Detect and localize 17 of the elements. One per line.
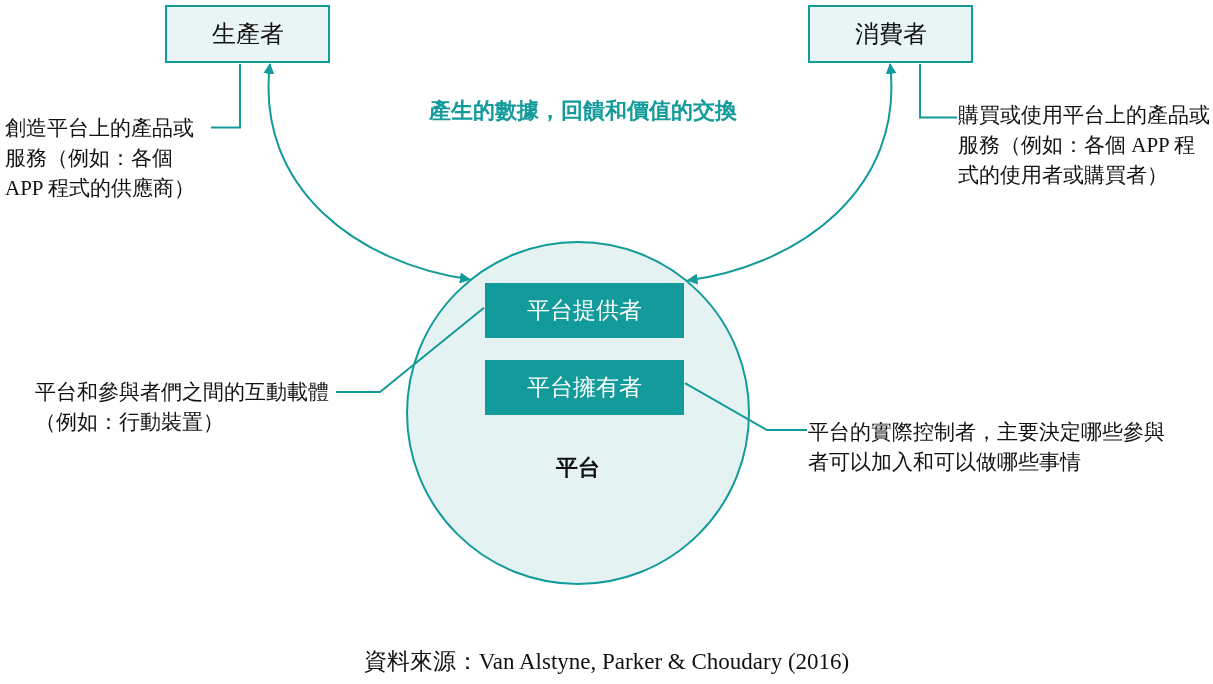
leader-line (919, 63, 958, 119)
description-text: 創造平台上的產品或服務（例如：各個 APP 程式的供應商） (5, 113, 210, 273)
producer-box: 生產者 (165, 5, 330, 63)
provider-box: 平台提供者 (485, 283, 684, 338)
owner-box: 平台擁有者 (485, 360, 684, 415)
arrow (686, 62, 896, 285)
leader-line (335, 306, 485, 393)
leader-line (210, 63, 241, 129)
source-caption: 資料來源：Van Alstyne, Parker & Choudary (2016) (362, 648, 851, 676)
description-text: 平台和參與者們之間的互動載體（例如：行動裝置） (35, 377, 335, 477)
arrow (264, 62, 471, 283)
description-text: 平台的實際控制者，主要決定哪些參與者可以加入和可以做哪些事情 (808, 417, 1183, 517)
exchange-label: 產生的數據，回饋和價值的交換 (428, 97, 738, 125)
description-text: 購買或使用平台上的產品或服務（例如：各個 APP 程式的使用者或購買者） (958, 100, 1213, 260)
leader-line (684, 382, 808, 431)
platform-label: 平台 (555, 454, 601, 482)
consumer-box: 消費者 (808, 5, 973, 63)
